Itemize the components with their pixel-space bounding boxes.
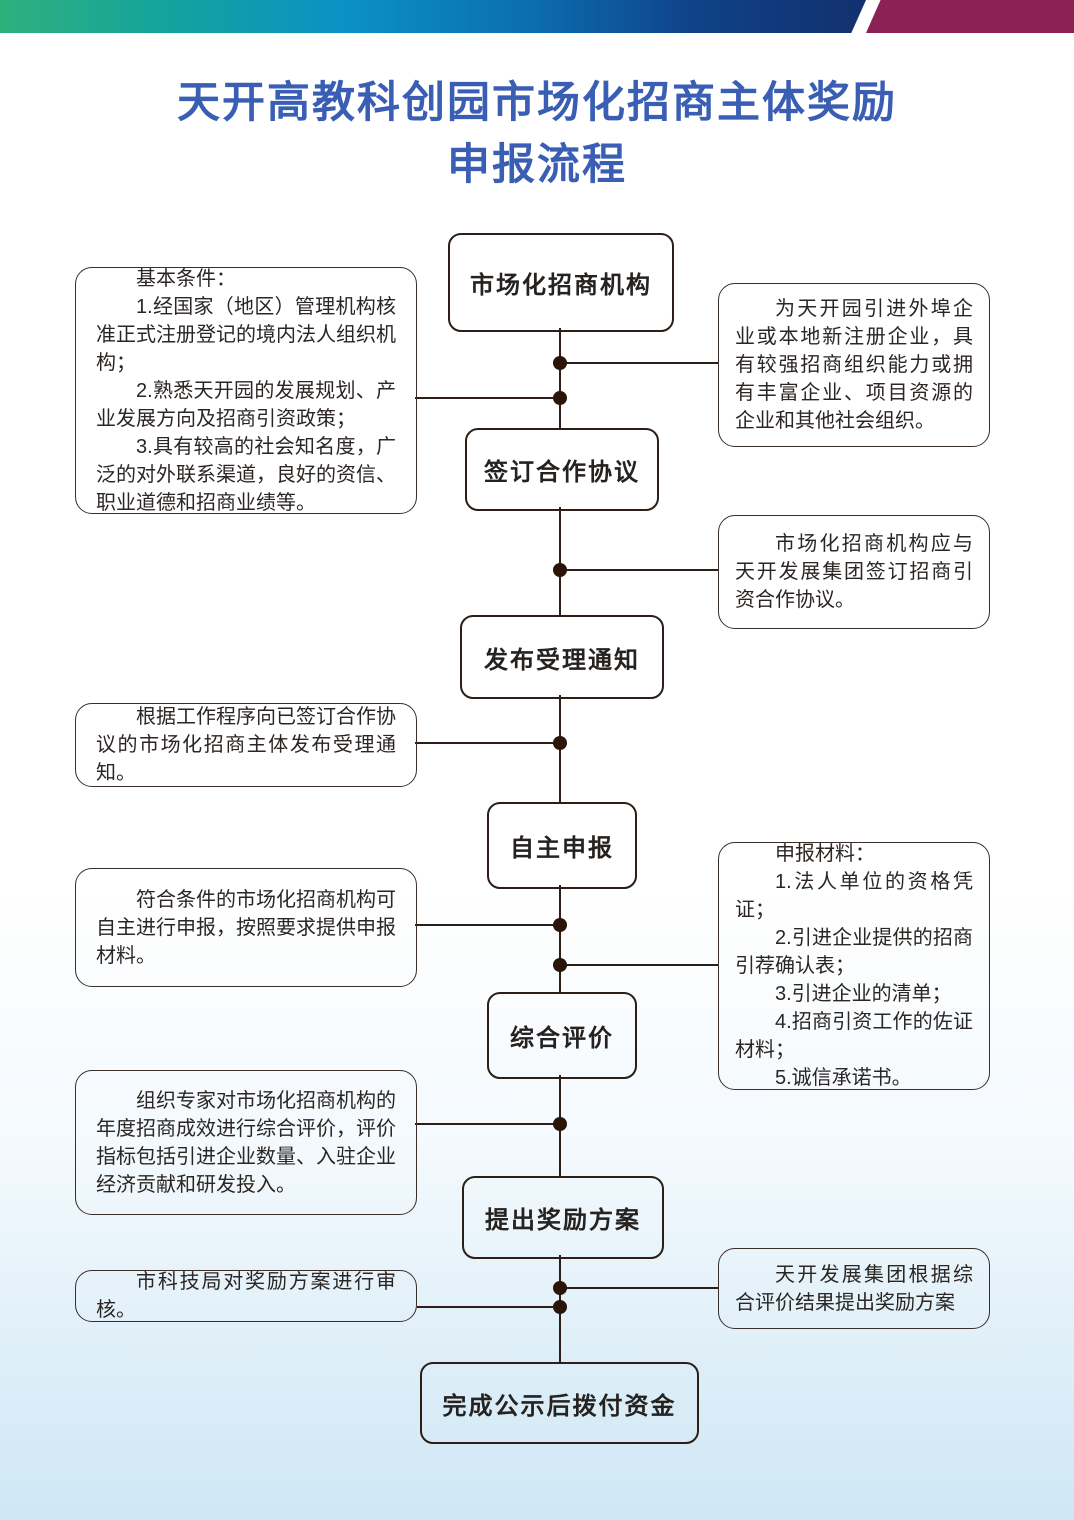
note-line: 市科技局对奖励方案进行审核。 [96,1271,396,1321]
note-agency-description: 为天开园引进外埠企业或本地新注册企业，具有较强招商组织能力或拥有丰富企业、项目资… [718,283,990,447]
note-self-declaration: 符合条件的市场化招商机构可自主进行申报，按照要求提供申报材料。 [75,868,417,987]
junction-dot [553,958,567,972]
banner-magenta-bar [866,0,1074,33]
flow-step-comprehensive-evaluation: 综合评价 [487,992,637,1079]
connector-left-5 [417,1306,560,1308]
junction-dot [553,1117,567,1131]
junction-dot [553,736,567,750]
note-acceptance-notice: 根据工作程序向已签订合作协议的市场化招商主体发布受理通知。 [75,703,417,787]
spine-segment-1 [559,328,561,428]
junction-dot [553,391,567,405]
flow-step-label: 提出奖励方案 [485,1207,641,1234]
note-line: 市场化招商机构应与天开发展集团签订招商引资合作协议。 [735,533,973,611]
banner-gradient-bar [0,0,866,33]
note-expert-evaluation: 组织专家对市场化招商机构的年度招商成效进行综合评价，评价指标包括引进企业数量、入… [75,1070,417,1215]
connector-left-3 [415,924,560,926]
page-title: 天开高教科创园市场化招商主体奖励 申报流程 [0,72,1074,196]
junction-dot [553,563,567,577]
junction-dot [553,1281,567,1295]
flow-step-market-agency: 市场化招商机构 [448,233,674,332]
note-group-reward-plan: 天开发展集团根据综合评价结果提出奖励方案 [718,1248,990,1329]
note-line: 符合条件的市场化招商机构可自主进行申报，按照要求提供申报材料。 [96,888,396,967]
note-science-bureau-review: 市科技局对奖励方案进行审核。 [75,1270,417,1322]
page-title-line2: 申报流程 [447,141,627,189]
note-line: 2.熟悉天开园的发展规划、产业发展方向及招商引资政策； [96,379,396,430]
flow-step-allocate-funds: 完成公示后拨付资金 [420,1362,699,1444]
flow-step-sign-agreement: 签订合作协议 [465,428,659,511]
spine-segment-4 [559,885,561,992]
page-title-line1: 天开高教科创园市场化招商主体奖励 [177,79,897,127]
flow-step-label: 发布受理通知 [484,646,640,674]
junction-dot [553,356,567,370]
flow-step-propose-reward: 提出奖励方案 [462,1176,664,1259]
junction-dot [553,1300,567,1314]
note-line: 2.引进企业提供的招商引荐确认表； [735,927,973,977]
note-line: 3.具有较高的社会知名度，广泛的对外联系渠道，良好的资信、职业道德和招商业绩等。 [96,435,396,514]
note-line: 1.法人单位的资格凭证； [735,871,973,921]
note-declaration-materials: 申报材料： 1.法人单位的资格凭证； 2.引进企业提供的招商引荐确认表； 3.引… [718,842,990,1090]
note-line: 为天开园引进外埠企业或本地新注册企业，具有较强招商组织能力或拥有丰富企业、项目资… [735,298,973,432]
note-line: 5.诚信承诺书。 [775,1067,912,1089]
note-line: 4.招商引资工作的佐证材料； [735,1011,973,1061]
flow-step-label: 市场化招商机构 [470,272,652,299]
spine-segment-2 [559,507,561,615]
note-line: 基本条件： [136,267,236,290]
note-line: 申报材料： [775,843,875,865]
note-line: 3.引进企业的清单； [775,983,952,1005]
connector-left-4 [415,1123,560,1125]
note-line: 1.经国家（地区）管理机构核准正式注册登记的境内法人组织机构； [96,295,396,374]
connector-right-3 [560,964,718,966]
flow-step-label: 综合评价 [510,1025,614,1052]
flow-step-label: 完成公示后拨付资金 [442,1392,677,1420]
connector-left-2 [415,742,560,744]
connector-right-1 [560,362,718,364]
connector-left-1 [415,397,560,399]
connector-right-4 [560,1287,718,1289]
note-agreement-description: 市场化招商机构应与天开发展集团签订招商引资合作协议。 [718,515,990,629]
flow-step-label: 签订合作协议 [484,459,640,486]
connector-right-2 [560,569,718,571]
note-line: 根据工作程序向已签订合作协议的市场化招商主体发布受理通知。 [96,706,396,784]
note-line: 天开发展集团根据综合评价结果提出奖励方案 [735,1263,973,1314]
junction-dot [553,918,567,932]
note-line: 组织专家对市场化招商机构的年度招商成效进行综合评价，评价指标包括引进企业数量、入… [96,1089,396,1196]
flow-step-self-declaration: 自主申报 [487,802,637,889]
flow-step-label: 自主申报 [510,835,614,862]
flow-step-publish-notice: 发布受理通知 [460,615,664,699]
note-basic-conditions: 基本条件： 1.经国家（地区）管理机构核准正式注册登记的境内法人组织机构； 2.… [75,267,417,514]
